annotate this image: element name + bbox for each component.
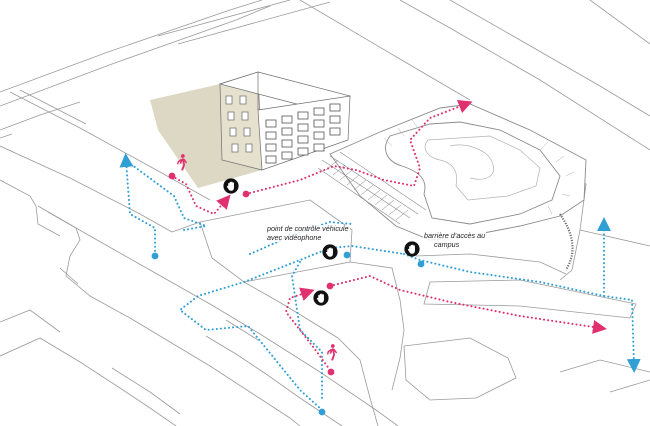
walking-person-icon [326,344,338,361]
vehicle-checkpoint-label-line2: avec vidéophone [267,232,322,242]
campus-barrier-label: barrière d’accès au campus [423,231,487,250]
vehicle-route-west [127,161,210,231]
vehicle-checkpoint-label-line1: point de contrôle véhicule [267,224,349,233]
pedestrian-route-building [171,175,231,216]
hand-stop-icon [223,178,239,194]
pedestrian-origin-dot [168,172,176,180]
pedestrian-route-east [329,274,607,334]
hand-stop-icon [322,244,338,260]
vehicle-route-south [290,261,323,401]
pedestrian-origin-dot [327,368,335,376]
pedestrian-routes [171,100,607,371]
vehicle-checkpoint-label: point de contrôle véhicule avec vidéopho… [266,224,350,243]
vehicle-origin-dot [417,260,425,268]
vehicle-route-north [119,153,156,256]
vehicle-origin-dot [318,408,326,416]
campus-barrier-label-line2: campus [434,239,460,249]
route-endpoints [151,172,425,416]
pedestrian-route-south [284,287,331,371]
pedestrian-origin-dot [326,282,334,290]
campus-barrier-label-line1: barrière d’accès au [424,231,486,240]
pedestrian-origin-dot [242,190,250,198]
vehicle-origin-dot [343,251,351,259]
vehicle-route-east [403,253,641,373]
vehicle-origin-dot [151,252,159,260]
pedestrian-route-campus [245,100,473,195]
building [150,71,352,188]
campus-grounds [317,103,587,271]
vehicle-route-main [178,244,405,411]
hand-stop-icon [404,241,420,257]
hand-stop-icon [313,290,329,306]
